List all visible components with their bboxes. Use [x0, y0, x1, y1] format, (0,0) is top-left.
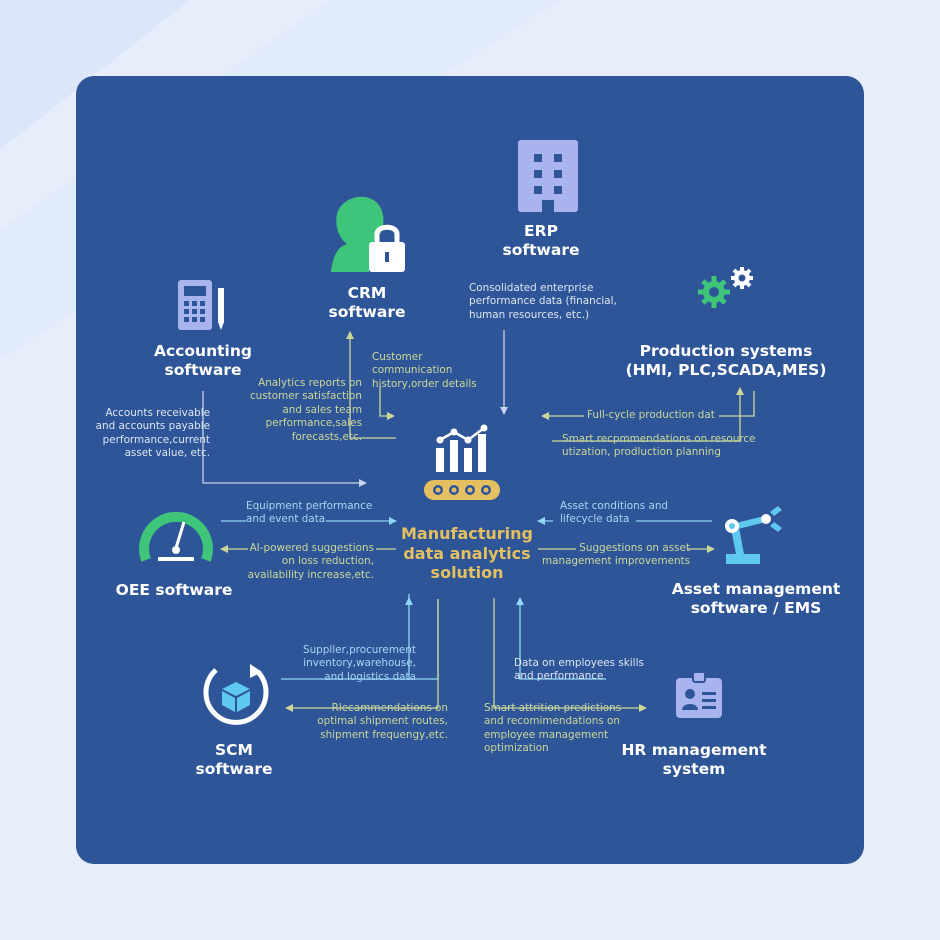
- gears-icon: [698, 267, 753, 308]
- crm-output-note-line: customer satisfaction: [249, 390, 362, 403]
- erp-title-line: software: [502, 241, 580, 259]
- hr-input-note-line: Data on employees skills: [514, 657, 644, 669]
- center-title: Manufacturing data analytics solution: [392, 524, 542, 583]
- crm-input-note: Customer communication history,order det…: [372, 351, 477, 391]
- crm-input-note-line: communication: [372, 364, 453, 377]
- calculator-pen-icon: [178, 280, 224, 330]
- production-output-note: Smart recpmmendations on resource utizat…: [562, 433, 755, 460]
- production-title-line: (HMI, PLC,SCADA,MES): [625, 361, 827, 379]
- asset-output-note: Suggestions on asset management improvem…: [542, 542, 690, 569]
- center-to-production-arrow: [552, 387, 744, 442]
- hr-output-note-line: Smart attrition predictions: [484, 702, 622, 714]
- erp-note-line: Consolidated enterprise: [469, 282, 594, 294]
- center-title-line: data analytics: [403, 543, 531, 563]
- scm-title-line: software: [195, 760, 273, 778]
- user-lock-icon: [331, 196, 405, 272]
- crm-input-note-line: history,order details: [372, 377, 477, 390]
- hr-to-center-arrow: [516, 597, 606, 680]
- oee-output-note-line: AI-powered suggestions: [249, 542, 374, 554]
- erp-title-line: ERP: [524, 222, 558, 240]
- hr-output-note-line: optimization: [484, 742, 549, 755]
- oee-input-note-line: Equipment performance: [246, 500, 373, 512]
- center-title-line: solution: [430, 563, 504, 582]
- crm-title-line: CRM: [347, 284, 387, 302]
- oee-input-note-line: and event data: [246, 513, 326, 526]
- production-title: Production systems (HMI, PLC,SCADA,MES): [624, 342, 828, 380]
- accounting-to-center-arrow: [202, 391, 367, 487]
- erp-note: Consolidated enterprise performance data…: [469, 282, 617, 322]
- production-output-note-line: Smart recpmmendations on resource: [562, 433, 756, 445]
- center-title-line: Manufacturing: [401, 524, 533, 543]
- center-to-scm-arrow: [285, 599, 439, 712]
- oee-output-note: AI-powered suggestions on loss reduction…: [226, 542, 374, 582]
- accounting-note-line: Accounts receivable: [105, 407, 211, 419]
- box-cycle-icon: [203, 664, 269, 725]
- hr-input-note-line: and performance: [514, 670, 604, 683]
- hr-output-note: Smart attrition predictions and recomime…: [484, 702, 621, 756]
- scm-input-note-line: inventory,warehouse,: [303, 657, 416, 670]
- erp-note-line: performance data (financial,: [469, 295, 617, 308]
- accounting-title-line: Accounting: [154, 342, 252, 360]
- crm-title-line: software: [328, 303, 406, 321]
- hr-title-line: HR management: [621, 741, 767, 759]
- scm-input-note-line: and logistics data: [324, 670, 416, 683]
- oee-title: OEE software: [115, 581, 233, 599]
- office-building-icon: [518, 140, 578, 212]
- crm-output-note-line: Analytics reports on: [258, 377, 362, 389]
- asset-title-line: Asset management: [671, 580, 841, 598]
- accounting-title: Accounting software: [144, 342, 262, 380]
- crm-output-note-line: forecasts,etc.: [291, 430, 362, 443]
- erp-title: ERP software: [491, 222, 591, 260]
- crm-to-center-arrow: [379, 386, 395, 420]
- crm-output-note: Analytics reports on customer satisfacti…: [226, 377, 362, 444]
- crm-output-note-line: and sales team: [282, 403, 362, 416]
- accounting-note-line: performance,current: [102, 433, 210, 446]
- asset-input-note-line: lifecycle data: [560, 513, 630, 526]
- oee-output-note-line: availability increase,etc.: [247, 568, 374, 581]
- crm-title: CRM software: [322, 284, 412, 322]
- crm-output-note-line: performance,sales: [265, 417, 362, 430]
- oee-input-note: Equipment performance and event data: [246, 500, 372, 527]
- id-badge-icon: [676, 671, 722, 718]
- asset-input-note-line: Asset conditions and: [560, 500, 669, 512]
- scm-output-note-line: optimal shipment routes,: [317, 715, 448, 728]
- scm-title-line: SCM: [215, 741, 253, 759]
- scm-output-note-line: shipment frequengy,etc.: [320, 728, 448, 741]
- production-title-line: Production systems: [639, 342, 813, 360]
- accounting-note-line: asset value, etc.: [124, 447, 210, 460]
- scm-input-note: Suppller,procurement inventory,warehouse…: [276, 644, 416, 684]
- asset-output-note-line: Suggestions on asset: [579, 542, 690, 554]
- production-link-line: [719, 391, 755, 417]
- connector-lines: [202, 330, 755, 712]
- hr-output-note-line: and recomimendations on: [484, 715, 620, 728]
- asset-input-note: Asset conditions and lifecycle data: [560, 500, 668, 527]
- accounting-note: Accounts receivable and accounts payable…: [86, 407, 210, 461]
- diagram-panel: ERP software Consolidated enterprise per…: [76, 76, 864, 864]
- production-input-note: Full-cycle production dat: [587, 409, 715, 421]
- production-output-note-line: utization, prodluction planning: [562, 446, 721, 459]
- hr-title: HR management system: [612, 741, 776, 779]
- robotic-arm-icon: [725, 506, 782, 564]
- scm-title: SCM software: [188, 741, 280, 779]
- accounting-title-line: software: [164, 361, 242, 379]
- asset-output-note-line: management improvements: [542, 555, 691, 568]
- scm-output-note: Rlecammendations on optimal shipment rou…: [290, 702, 448, 742]
- accounting-note-line: and accounts payable: [95, 420, 210, 433]
- analytics-chart-conveyor-icon: [424, 424, 500, 500]
- hr-input-note: Data on employees skills and performance: [514, 657, 644, 684]
- asset-title: Asset management software / EMS: [666, 580, 846, 618]
- crm-input-note-line: Customer: [372, 351, 423, 363]
- hr-title-line: system: [662, 760, 726, 778]
- center-to-hr-arrow: [493, 598, 647, 712]
- erp-note-line: human resources, etc.): [469, 308, 590, 321]
- gauge-icon: [139, 511, 213, 562]
- asset-title-line: software / EMS: [690, 599, 822, 617]
- center-to-crm-arrow: [346, 331, 396, 439]
- oee-output-note-line: on loss reduction,: [281, 555, 374, 568]
- scm-input-note-line: Suppller,procurement: [302, 644, 416, 656]
- hr-output-note-line: employee management: [484, 728, 609, 741]
- scm-output-note-line: Rlecammendations on: [331, 702, 448, 714]
